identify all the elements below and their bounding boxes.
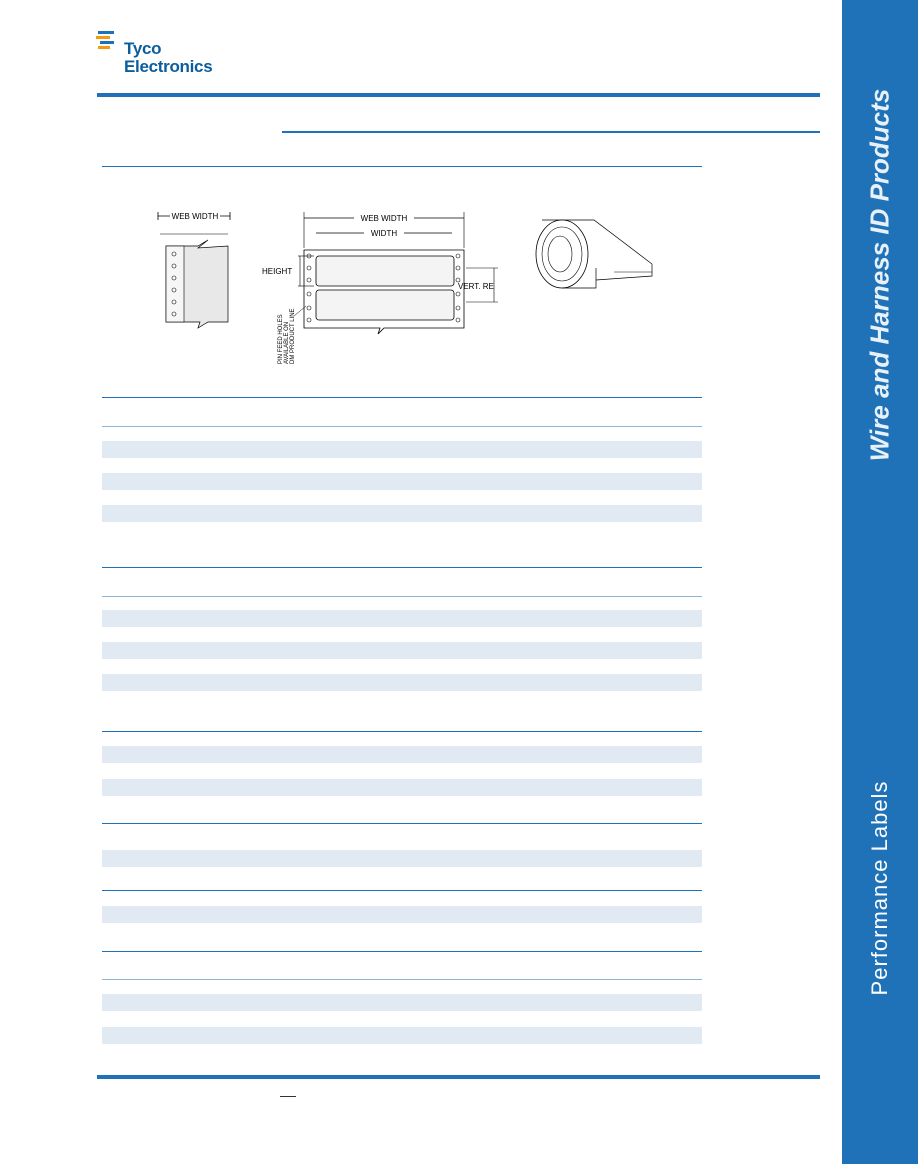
section-sidebar: Wire and Harness ID Products Performance… — [842, 0, 918, 1164]
sidebar-title-wire-harness: Wire and Harness ID Products — [864, 88, 895, 462]
header-rule — [97, 93, 820, 97]
table-4-row-band — [102, 850, 702, 867]
logo-line-2: Electronics — [124, 57, 213, 76]
table-6-rule — [102, 951, 702, 952]
pin-feed-note-1: PIN FEED HOLES — [278, 314, 284, 364]
tyco-logo-icon — [96, 31, 114, 49]
multi-label-web-drawing: WEB WIDTH WIDTH HEIGHT VERT. RE PIN FEED… — [262, 212, 498, 364]
footer-mark — [280, 1096, 296, 1097]
footer-rule — [97, 1075, 820, 1079]
table-5-row-band — [102, 906, 702, 923]
left-web-width-label: WEB WIDTH — [172, 212, 219, 221]
table-2-header-rule — [102, 596, 702, 597]
logo-line-1: Tyco — [124, 39, 162, 58]
label-format-drawings: WEB WIDTH WEB WIDTH WIDTH — [157, 210, 653, 364]
table-4-rule — [102, 823, 702, 824]
subheader-rule — [282, 131, 820, 133]
pin-feed-note-3: DM PRODUCT LINE — [290, 308, 296, 364]
table-1-header-rule — [102, 426, 702, 427]
table-1-row-band — [102, 441, 702, 458]
pin-feed-note-2: AVAILABLE ON — [284, 322, 290, 364]
table-2-rule — [102, 567, 702, 568]
table-6-row-band — [102, 994, 702, 1011]
center-web-width-label: WEB WIDTH — [361, 214, 408, 223]
table-2-row-band — [102, 610, 702, 627]
width-label: WIDTH — [371, 229, 397, 238]
table-3-rule — [102, 731, 702, 732]
table-1-row-band — [102, 473, 702, 490]
sidebar-title-performance-labels: Performance Labels — [867, 780, 892, 996]
table-2-row-band — [102, 642, 702, 659]
table-1-row-band — [102, 505, 702, 522]
table-5-rule — [102, 890, 702, 891]
roll-drawing — [535, 219, 653, 289]
company-logo-text: Tyco Electronics — [124, 39, 213, 76]
table-3-row-band — [102, 746, 702, 763]
table-6-row-band — [102, 1027, 702, 1044]
height-label: HEIGHT — [262, 267, 292, 276]
table-2-row-band — [102, 674, 702, 691]
table-3-row-band — [102, 779, 702, 796]
vert-repeat-label: VERT. RE — [458, 282, 494, 291]
single-web-drawing: WEB WIDTH — [157, 210, 231, 329]
table-1-rule — [102, 397, 702, 398]
table-6-header-rule — [102, 979, 702, 980]
section-rule — [102, 166, 702, 167]
